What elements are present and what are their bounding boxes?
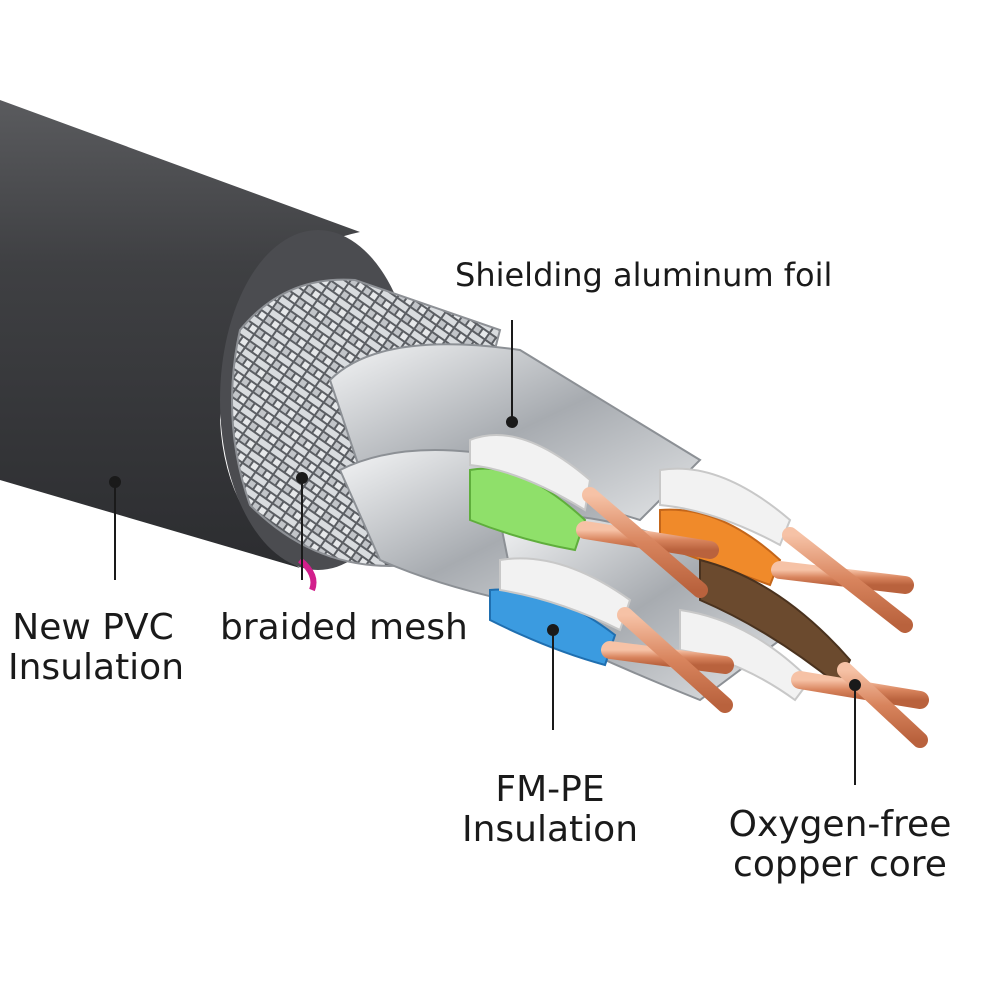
leader-lines xyxy=(109,320,861,785)
wire-white-green xyxy=(469,434,592,512)
leader-foil xyxy=(506,320,518,428)
leader-pvc xyxy=(109,476,121,580)
leader-fmpe xyxy=(547,624,559,730)
label-braided-mesh: braided mesh xyxy=(220,607,468,648)
label-shielding-foil: Shielding aluminum foil xyxy=(455,256,833,294)
leader-mesh xyxy=(296,472,308,580)
wire-white-blue xyxy=(499,557,632,632)
leader-core xyxy=(849,679,861,785)
label-pvc-insulation: New PVC Insulation xyxy=(8,607,185,688)
label-copper-core: Oxygen-free copper core xyxy=(728,804,952,885)
label-fmpe-insulation: FM-PE Insulation xyxy=(461,769,639,850)
